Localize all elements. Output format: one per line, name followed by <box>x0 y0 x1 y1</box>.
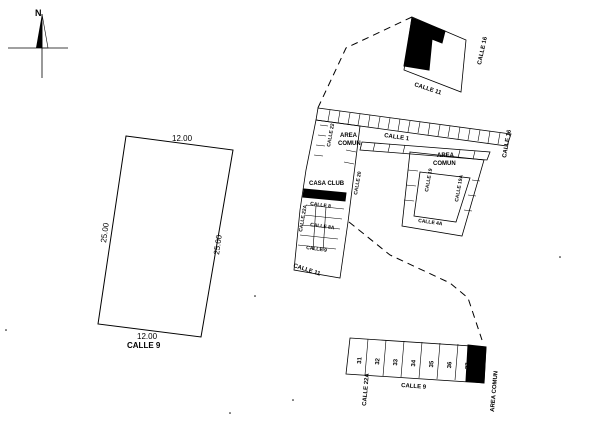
street-calle-19a: CALLE 19A <box>454 174 465 202</box>
street-calle-22: CALLE 22 <box>326 123 336 148</box>
area-comun-1-line2: COMUN <box>338 141 361 147</box>
lot-number-33: 33 <box>393 358 400 366</box>
lot-number-36: 36 <box>447 361 454 369</box>
area-comun-2-line1: AREA <box>437 153 455 159</box>
area-comun-1-line1: AREA <box>340 133 358 139</box>
street-calle-8: CALLE 8 <box>310 201 332 210</box>
street-calle-8a: CALLE 8A <box>310 222 335 231</box>
site-boundary <box>315 16 483 341</box>
street-calle-11-top: CALLE 11 <box>413 82 442 97</box>
lot-number-34: 34 <box>411 359 418 367</box>
lot-number-35: 35 <box>429 360 436 368</box>
street-calle-9: CALLE 9 <box>306 245 328 254</box>
lot-number-32: 32 <box>375 357 382 365</box>
street-calle-22a: CALLE 22A <box>298 204 309 232</box>
big-lot: 12.00 12.00 CALLE 9 25.00 25.00 <box>97 134 234 350</box>
scan-specks <box>5 256 561 414</box>
area-comun-2-line2: COMUN <box>433 161 456 167</box>
street-calle-4a: CALLE 4A <box>418 218 443 227</box>
left-cluster: CASA CLUB AREA COMUN CALLE 22 CALLE 20 C… <box>292 119 363 279</box>
lot-row-area-comun: AREA COMUN <box>490 371 500 412</box>
casa-club-label: CASA CLUB <box>309 181 345 187</box>
lot-number-37: 37 <box>465 362 472 370</box>
big-lot-top-width: 12.00 <box>172 134 193 143</box>
lot-row-31-37: 31 32 33 34 35 36 37 CALLE 22A CALLE 9 AREA CO… <box>345 337 500 412</box>
lot-row-street-bottom: CALLE 9 <box>401 383 427 391</box>
big-lot-street: CALLE 9 <box>127 341 161 350</box>
big-lot-right-length: 25.00 <box>212 234 224 256</box>
street-calle-20: CALLE 20 <box>353 171 363 196</box>
upper-lot-row: CALLE 1 CALLE 16 <box>315 107 513 161</box>
big-lot-left-length: 25.00 <box>99 222 111 244</box>
lot-number-31: 31 <box>357 356 364 364</box>
street-calle-1: CALLE 1 <box>384 133 410 143</box>
north-label: N <box>35 8 42 18</box>
lot-row-street-left: CALLE 22A <box>362 372 371 406</box>
street-calle-19: CALLE 19 <box>424 168 434 193</box>
right-cluster: AREA COMUN CALLE 19 CALLE 19A CALLE 4A <box>401 151 485 237</box>
street-calle-16-top: CALLE 16 <box>477 36 489 66</box>
north-arrow-icon: N <box>8 8 68 78</box>
street-calle-16-right: CALLE 16 <box>502 129 513 159</box>
top-building: CALLE 11 CALLE 16 <box>403 16 489 97</box>
lot-labels: 31 32 33 34 35 36 37 <box>357 356 472 369</box>
big-lot-bottom-width: 12.00 <box>137 332 158 341</box>
